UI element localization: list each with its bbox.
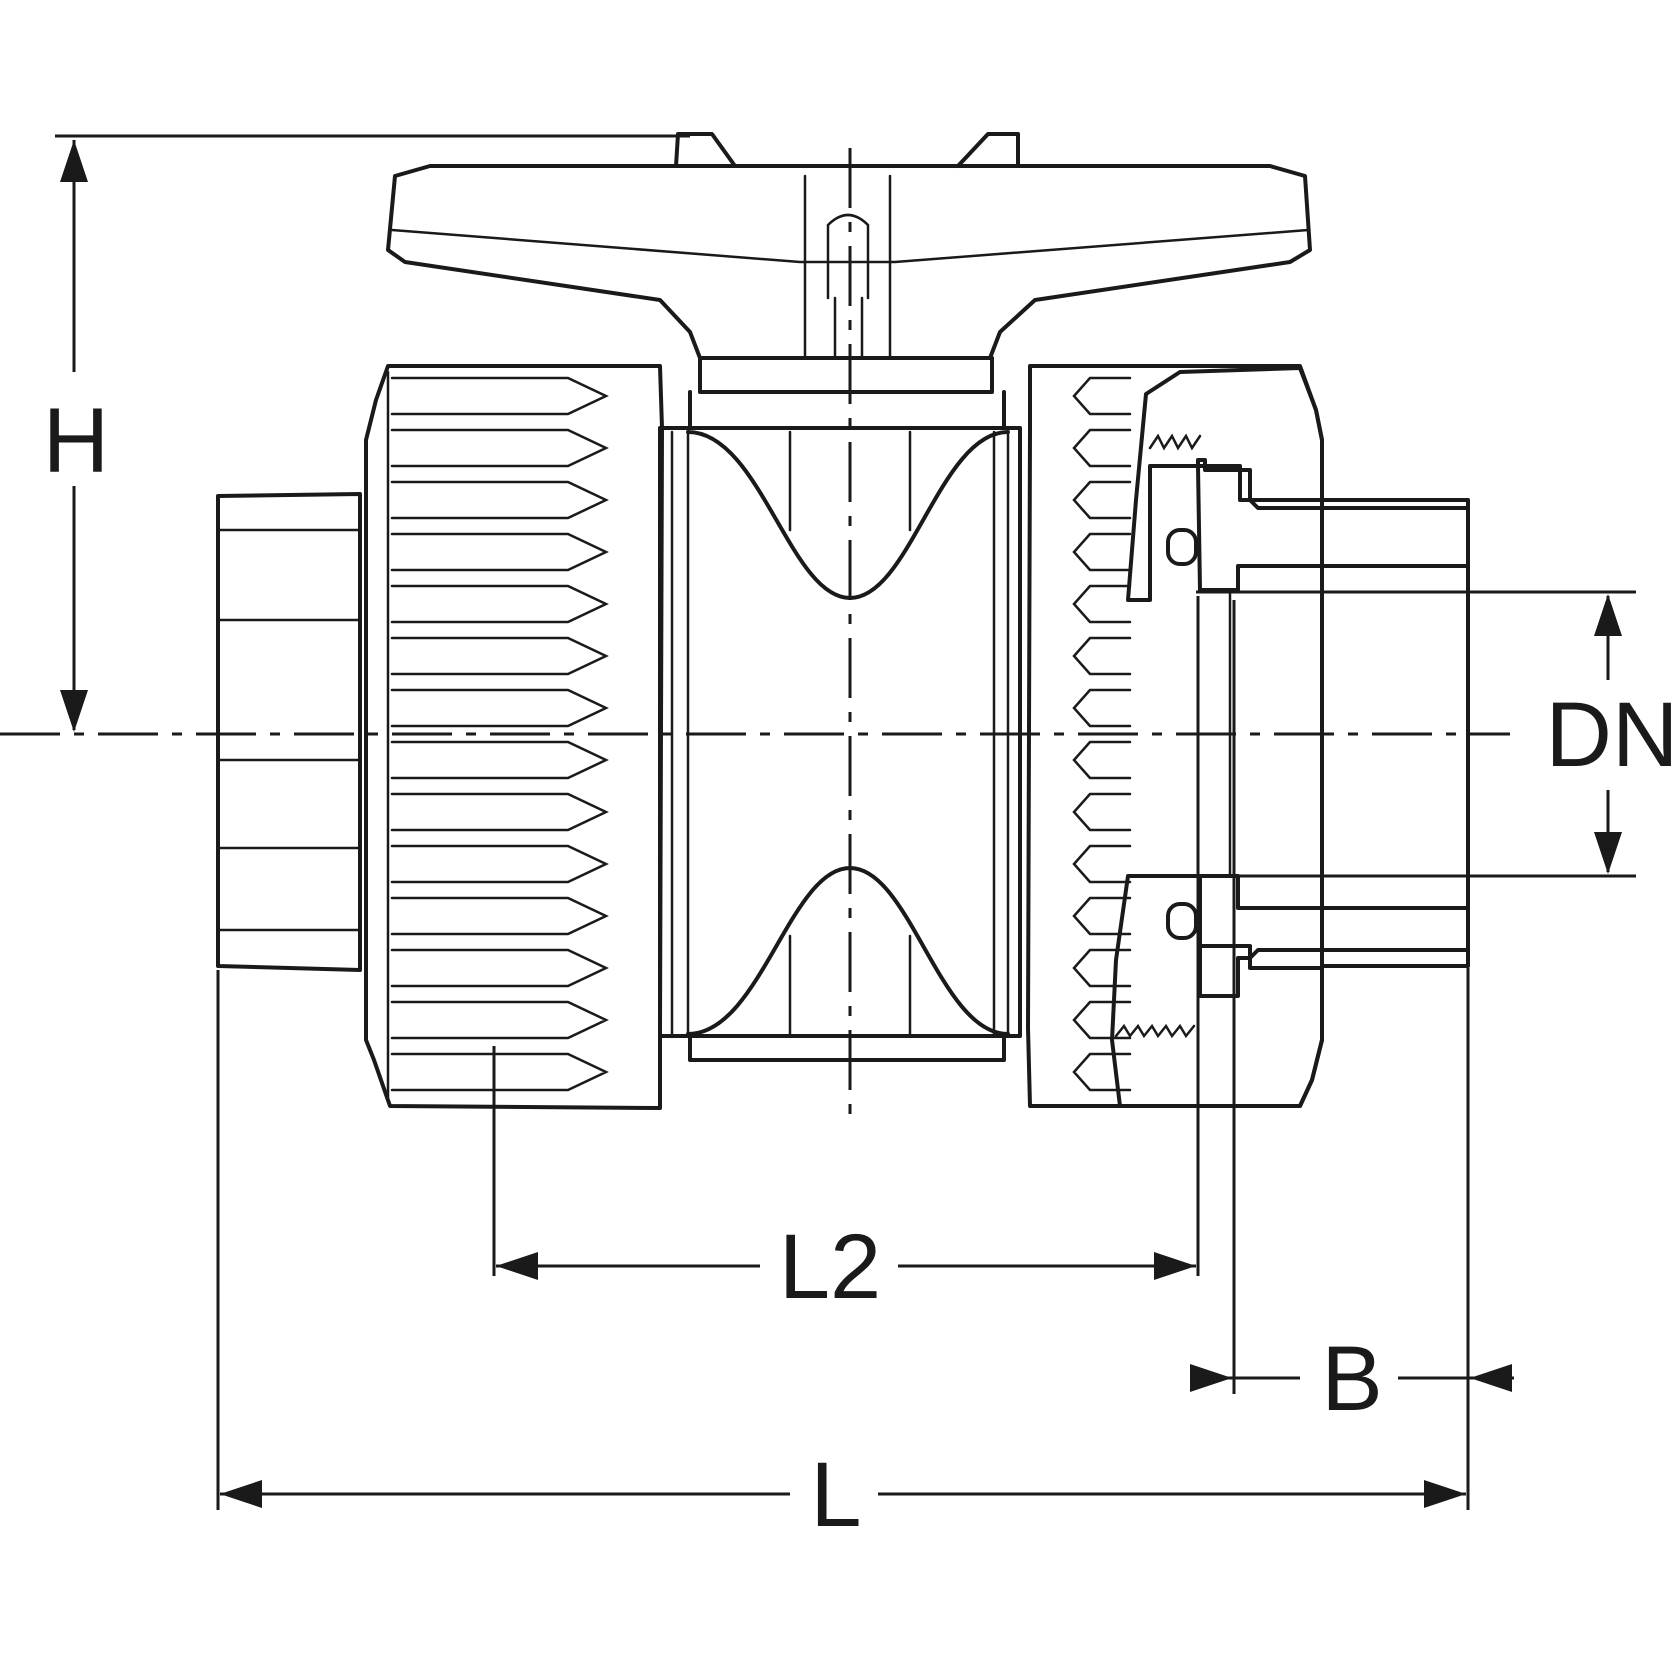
right-socket-section-upper: [1196, 464, 1470, 592]
o-ring-upper: [1166, 528, 1198, 566]
right-end-connector-section-upper: [1126, 366, 1324, 602]
dimension-l2: L2: [492, 596, 1200, 1318]
dimension-dn: DN: [1196, 590, 1678, 878]
left-spigot: [216, 492, 362, 972]
dimension-l: L: [216, 970, 1466, 1546]
label-dn: DN: [1546, 684, 1678, 786]
left-union-nut: [364, 364, 664, 1110]
right-end-connector-section-lower: [1110, 874, 1324, 1108]
o-ring-lower: [1166, 902, 1198, 940]
valve-body: [658, 426, 1022, 1062]
label-l: L: [810, 1444, 861, 1546]
valve-handle: [386, 132, 1312, 430]
right-socket-section-lower: [1198, 874, 1470, 998]
label-h: H: [43, 390, 109, 492]
label-b: B: [1321, 1328, 1382, 1430]
dimension-b: B: [1190, 600, 1514, 1510]
right-union-nut: [1026, 364, 1470, 1108]
dimension-h: H: [43, 134, 690, 732]
label-l2: L2: [779, 1216, 881, 1318]
